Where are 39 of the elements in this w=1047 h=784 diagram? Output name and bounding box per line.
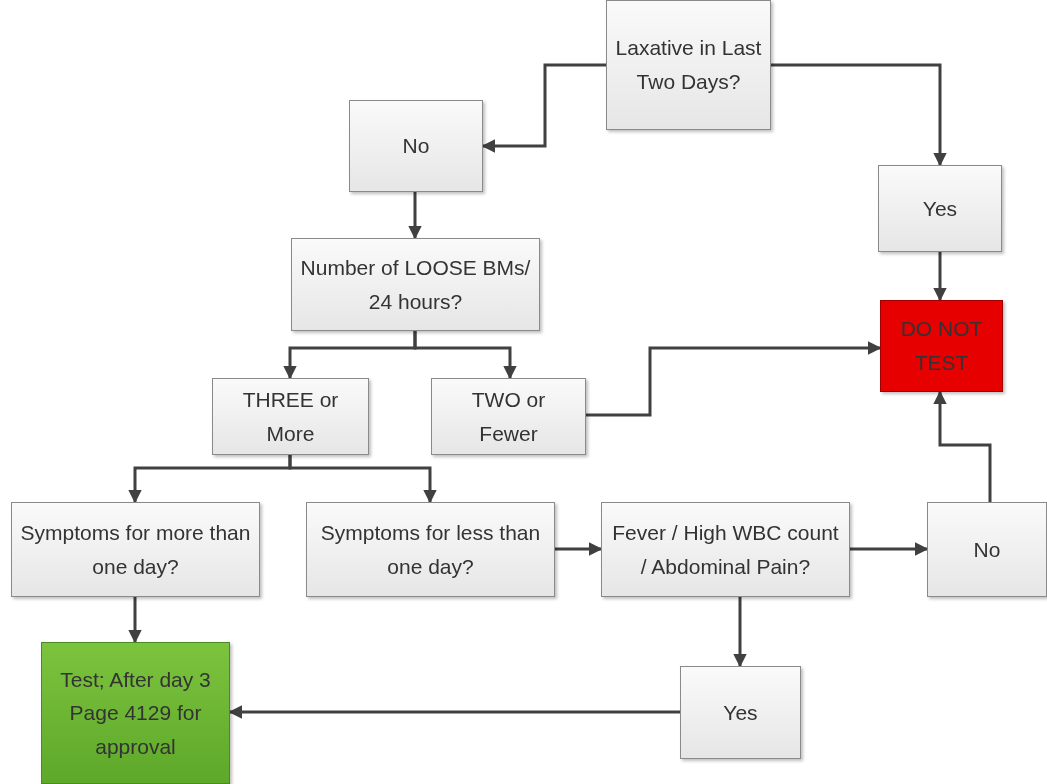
node-label: TWO or Fewer <box>470 386 547 447</box>
process-box <box>212 378 369 455</box>
node-label: Symptoms for less than one day? <box>319 519 542 580</box>
arrow <box>733 597 747 668</box>
node-label: Laxative in Last Two Days? <box>615 35 762 95</box>
arrow <box>228 705 680 719</box>
process-box <box>680 666 801 759</box>
arrow <box>408 192 422 240</box>
arrow <box>933 252 947 302</box>
node-label: Fever / High WBC count / Abdominal Pain? <box>611 519 840 580</box>
arrow <box>128 597 142 644</box>
process-box <box>606 0 771 130</box>
outcome-box <box>41 642 230 784</box>
node-label: No <box>973 536 1001 563</box>
process-box <box>601 502 850 597</box>
process-box <box>306 502 555 597</box>
arrow <box>481 63 606 153</box>
node-label: Yes <box>922 195 958 222</box>
process-box <box>11 502 260 597</box>
arrow <box>933 390 992 502</box>
node-label: Yes <box>723 699 758 726</box>
arrow <box>413 331 517 380</box>
arrow <box>850 542 929 556</box>
node-label: DO NOT TEST <box>899 316 984 376</box>
process-box <box>291 238 540 331</box>
node-label: No <box>402 133 430 160</box>
node-label: Number of LOOSE BMs/ 24 hours? <box>300 254 531 315</box>
node-label: THREE or More <box>241 386 340 447</box>
node-label: Symptoms for more than one day? <box>20 519 251 580</box>
node-label: Test; After day 3 Page 4129 for approval <box>59 666 212 760</box>
arrow <box>288 455 437 504</box>
process-box <box>349 100 483 192</box>
arrow <box>555 542 603 556</box>
process-box <box>431 378 586 455</box>
process-box <box>878 165 1002 252</box>
process-box <box>927 502 1047 597</box>
terminal-box <box>880 300 1003 392</box>
arrow <box>586 341 882 417</box>
arrow <box>771 63 947 167</box>
